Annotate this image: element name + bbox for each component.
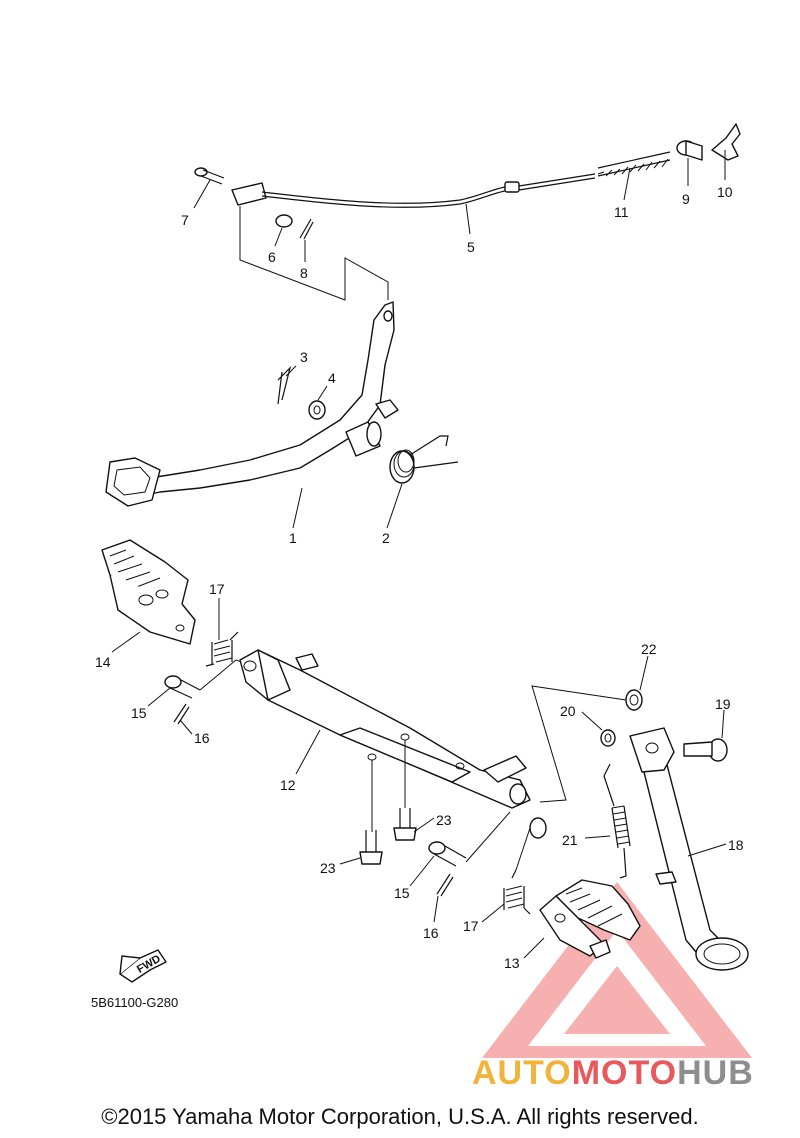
label-2: 2 — [382, 530, 390, 546]
watermark-part-1: AUTO — [472, 1054, 572, 1092]
part-labels: 1 2 3 4 5 6 7 8 9 10 11 12 13 14 15 15 1… — [95, 184, 744, 971]
label-11: 11 — [614, 204, 629, 220]
washer-6 — [275, 214, 293, 228]
label-23-left: 23 — [320, 860, 336, 876]
label-1: 1 — [289, 530, 297, 546]
label-5: 5 — [467, 239, 475, 255]
cotter-pin-16-left — [173, 703, 190, 725]
washer-4 — [308, 400, 326, 420]
label-23-right: 23 — [436, 812, 452, 828]
cotter-pin-8 — [299, 218, 314, 240]
cotter-pin-3 — [277, 366, 292, 405]
watermark-part-3: HUB — [677, 1054, 754, 1092]
label-15-left: 15 — [131, 705, 147, 721]
wing-nut-10 — [711, 123, 741, 161]
label-18: 18 — [728, 837, 744, 853]
label-10: 10 — [717, 184, 733, 200]
label-16-right: 16 — [423, 925, 439, 941]
watermark-part-2: MOTO — [571, 1054, 678, 1092]
footrest-right — [539, 879, 641, 959]
footrest-spring-right — [503, 869, 531, 915]
label-22: 22 — [641, 641, 657, 657]
bolt-23-b — [393, 808, 417, 841]
return-spring-2 — [389, 435, 459, 484]
guide-line — [239, 206, 389, 301]
label-8: 8 — [300, 265, 308, 281]
label-13: 13 — [504, 955, 520, 971]
bolt-19 — [683, 738, 728, 762]
brake-cable — [231, 151, 671, 208]
clevis-pin — [194, 167, 225, 185]
copyright-notice: ©2015 Yamaha Motor Corporation, U.S.A. A… — [101, 1104, 699, 1129]
label-20: 20 — [560, 703, 576, 719]
fwd-arrow-icon: FWD — [119, 949, 167, 983]
footrest-spring-left — [205, 631, 239, 667]
footrest-pin-left — [164, 675, 201, 699]
guide-line-12 — [371, 740, 406, 832]
watermark-text: AUTOMOTOHUB — [472, 1054, 754, 1093]
leader-lines — [111, 150, 727, 959]
label-17-right: 17 — [463, 918, 479, 934]
footrest-bar — [239, 649, 547, 839]
label-6: 6 — [268, 249, 276, 265]
cotter-pin-16-right — [436, 873, 454, 897]
sidestand — [629, 727, 749, 971]
label-14: 14 — [95, 654, 111, 670]
label-16-left: 16 — [194, 730, 210, 746]
label-4: 4 — [328, 370, 336, 386]
label-3: 3 — [300, 349, 308, 365]
label-15-right: 15 — [394, 885, 410, 901]
collar-22 — [625, 689, 643, 711]
label-17-left: 17 — [209, 581, 225, 597]
guide-line-stand — [531, 685, 627, 803]
watermark-logo — [482, 882, 752, 1058]
nut-20 — [600, 729, 616, 747]
label-12: 12 — [280, 777, 296, 793]
fwd-label: FWD — [135, 953, 163, 976]
diagram-code: 5B61100-G280 — [91, 995, 179, 1010]
footrest-left — [101, 539, 196, 645]
sidestand-spring-21 — [603, 763, 631, 879]
cable-joint-9 — [676, 140, 703, 161]
brake-pedal — [105, 301, 399, 507]
label-21: 21 — [562, 832, 578, 848]
bolt-23-a — [359, 830, 383, 865]
label-9: 9 — [682, 191, 690, 207]
label-19: 19 — [715, 696, 731, 712]
footrest-pin-right — [428, 841, 467, 867]
label-7: 7 — [181, 212, 189, 228]
